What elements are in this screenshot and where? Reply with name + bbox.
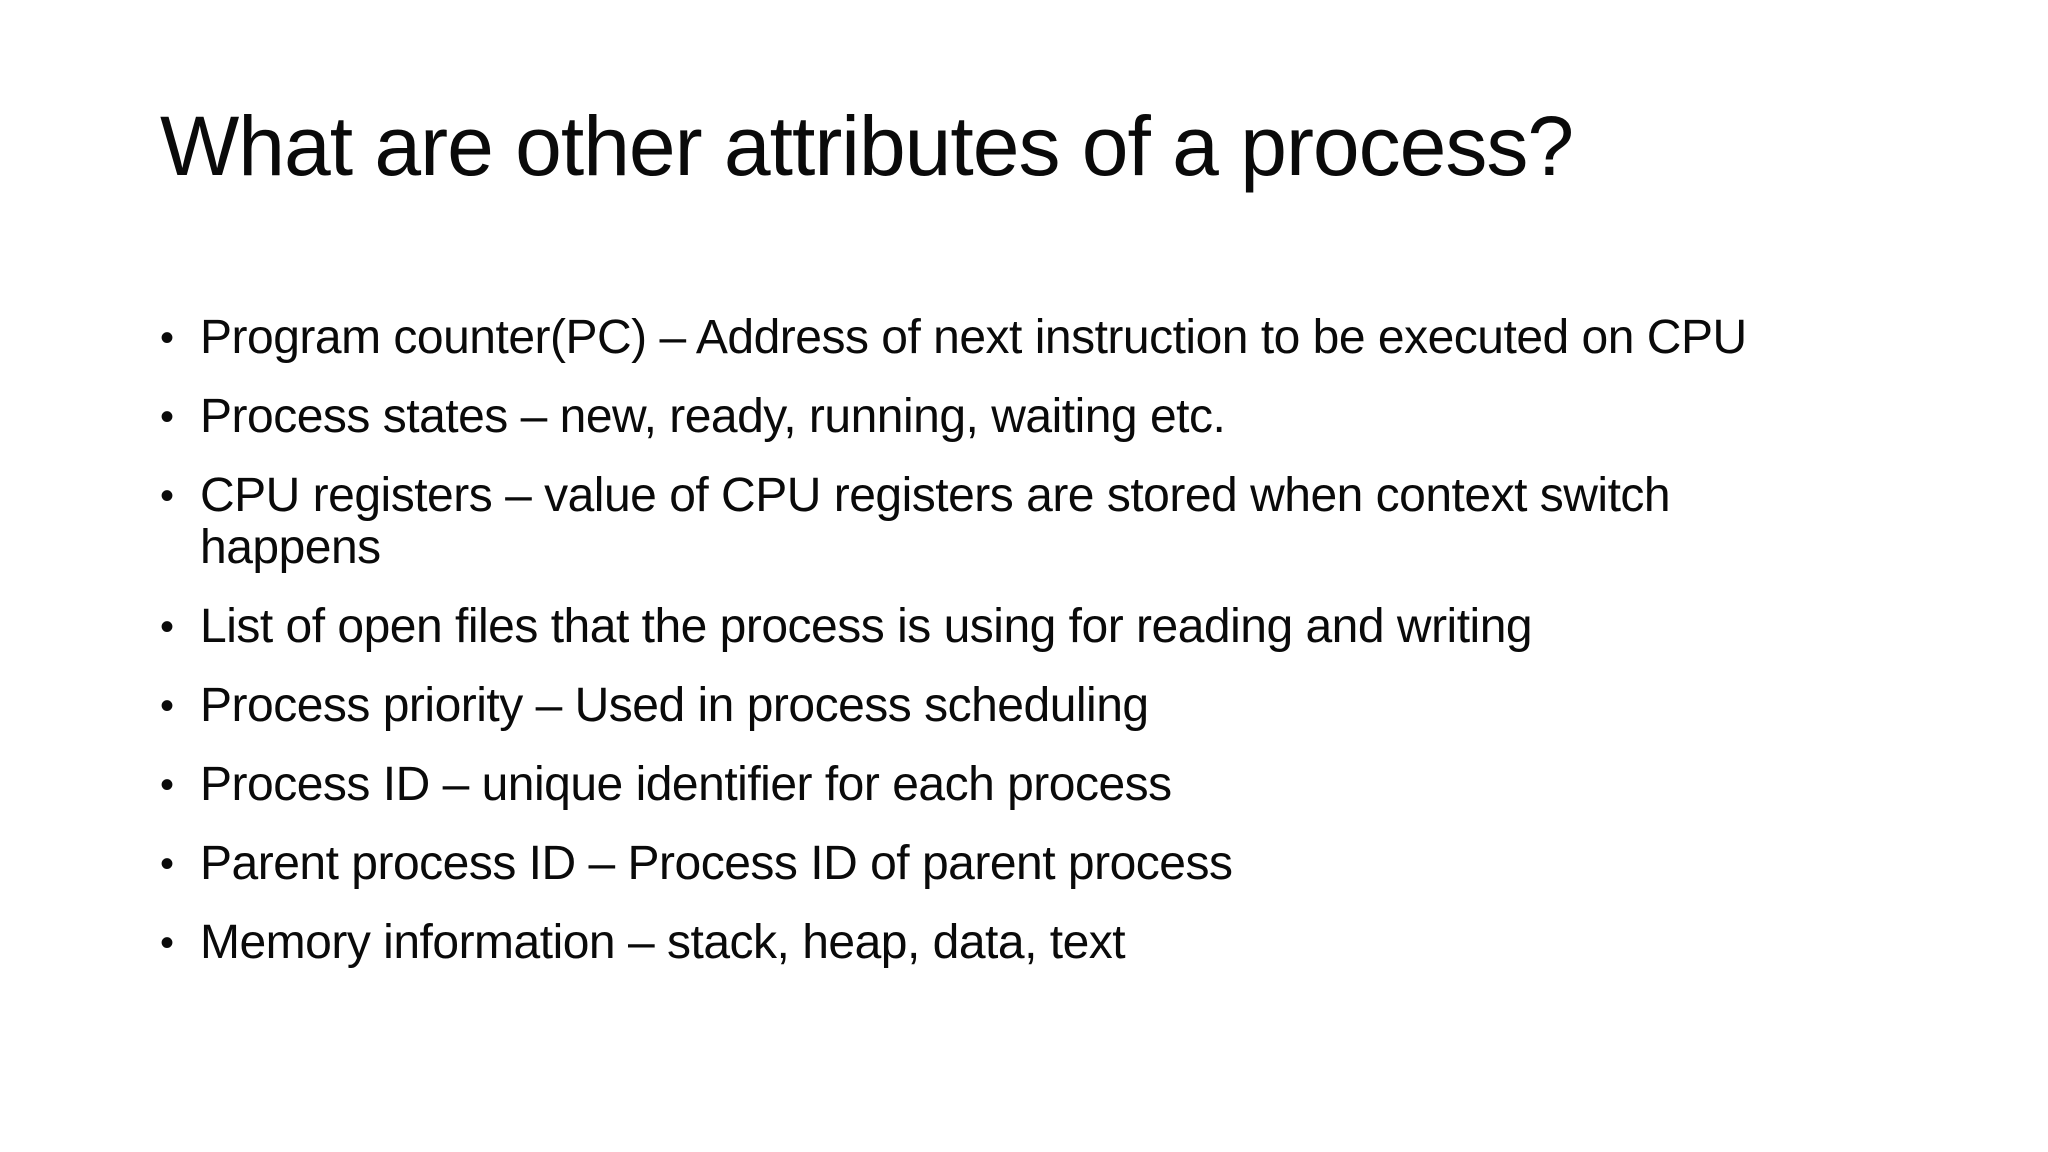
bullet-item: • Memory information – stack, heap, data…	[160, 917, 1850, 969]
bullet-list: • Program counter(PC) – Address of next …	[160, 312, 1850, 996]
bullet-item: • Process states – new, ready, running, …	[160, 391, 1850, 443]
bullet-marker: •	[160, 684, 174, 728]
bullet-text: List of open files that the process is u…	[200, 600, 1533, 653]
bullet-marker: •	[160, 842, 174, 886]
bullet-marker: •	[160, 474, 174, 518]
bullet-marker: •	[160, 316, 174, 360]
bullet-item: • Process ID – unique identifier for eac…	[160, 759, 1850, 811]
bullet-text: Process ID – unique identifier for each …	[200, 758, 1172, 811]
bullet-item: • Process priority – Used in process sch…	[160, 680, 1850, 732]
bullet-text: Parent process ID – Process ID of parent…	[200, 837, 1233, 890]
bullet-marker: •	[160, 395, 174, 439]
bullet-marker: •	[160, 763, 174, 807]
bullet-text: Memory information – stack, heap, data, …	[200, 916, 1126, 969]
bullet-item: • Program counter(PC) – Address of next …	[160, 312, 1850, 364]
bullet-item: • CPU registers – value of CPU registers…	[160, 470, 1850, 574]
bullet-text: Process priority – Used in process sched…	[200, 679, 1149, 732]
bullet-text: CPU registers – value of CPU registers a…	[200, 469, 1671, 574]
bullet-item: • Parent process ID – Process ID of pare…	[160, 838, 1850, 890]
bullet-text: Process states – new, ready, running, wa…	[200, 390, 1226, 443]
bullet-text: Program counter(PC) – Address of next in…	[200, 311, 1747, 364]
slide-title: What are other attributes of a process?	[160, 99, 1574, 193]
bullet-marker: •	[160, 921, 174, 965]
bullet-marker: •	[160, 605, 174, 649]
bullet-item: • List of open files that the process is…	[160, 601, 1850, 653]
